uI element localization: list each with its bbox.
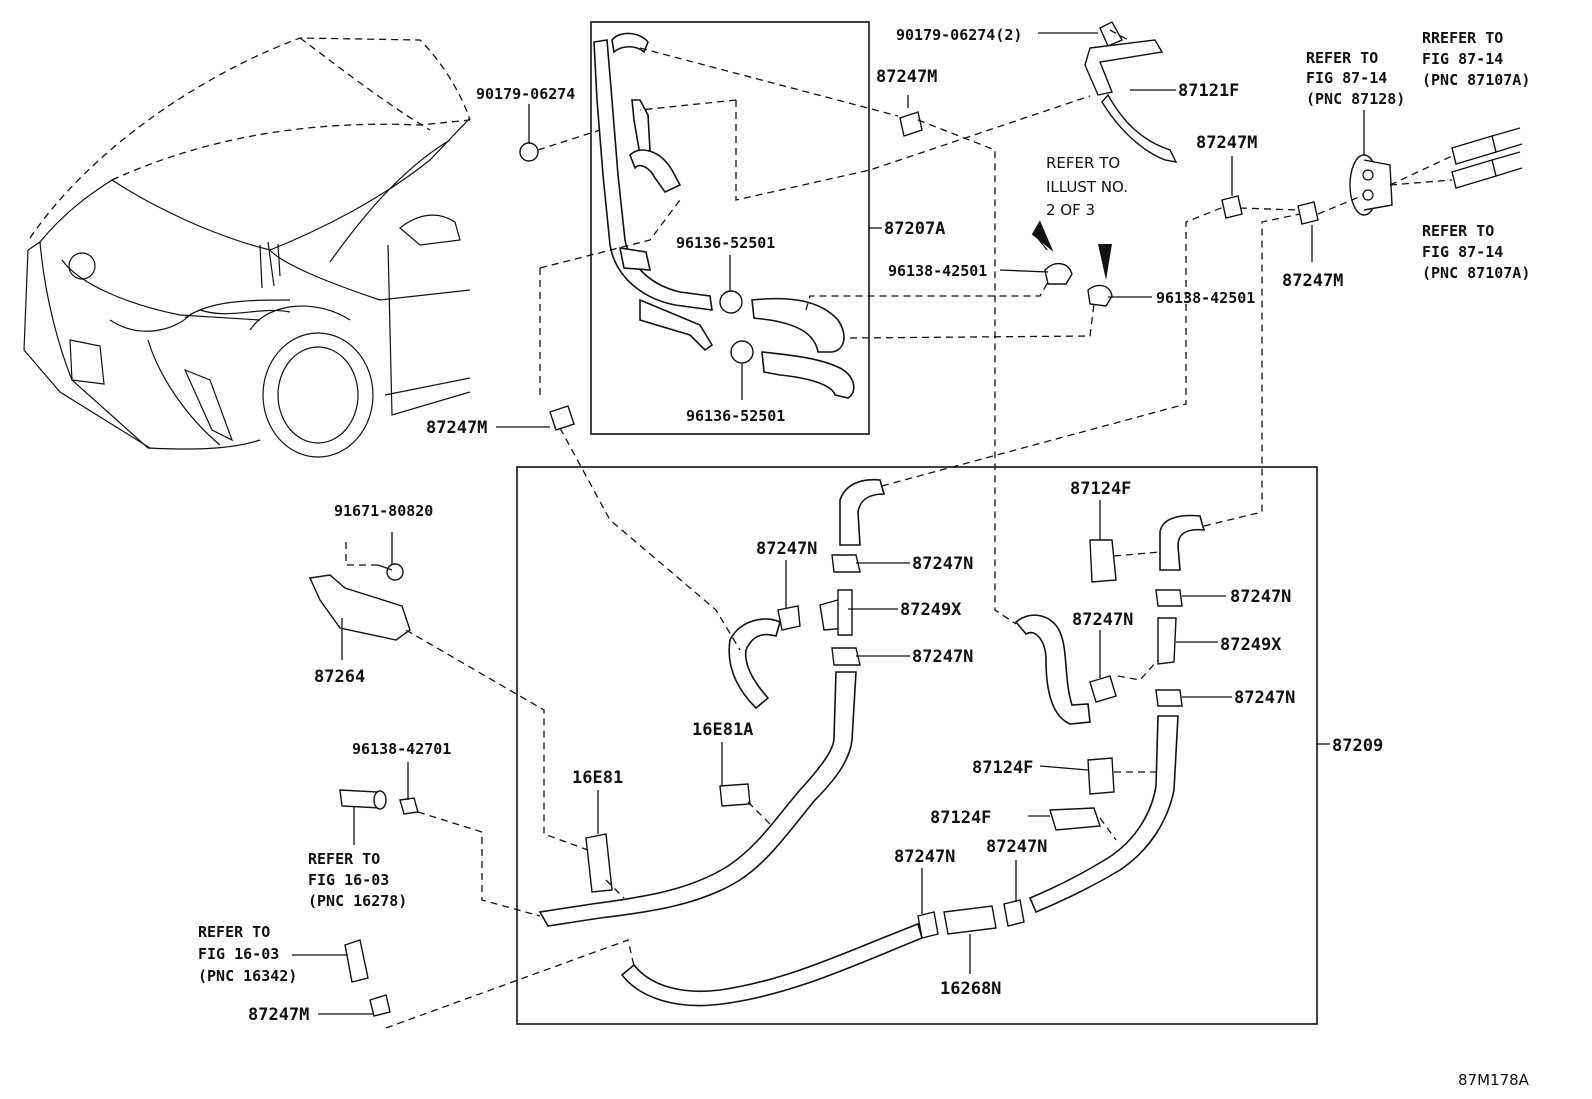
- leader-lines: [292, 32, 1365, 1015]
- label-87247N-7[interactable]: 87247N: [894, 847, 955, 867]
- label-87247N-8[interactable]: 87247N: [986, 837, 1047, 857]
- label-87247M-right-b[interactable]: 87247M: [1282, 271, 1343, 291]
- vehicle-sketch: [23, 37, 471, 458]
- label-16E81[interactable]: 16E81: [572, 768, 623, 788]
- label-87249X-1[interactable]: 87249X: [900, 600, 962, 620]
- label-87121F[interactable]: 87121F: [1178, 81, 1239, 101]
- grommet-87128: [1349, 154, 1393, 216]
- lower-assembly-frame: [516, 466, 1318, 1025]
- diagram-id: 87M178A: [1458, 1071, 1530, 1089]
- label-87124F-2[interactable]: 87124F: [972, 758, 1033, 778]
- label-90179-06274-2[interactable]: 90179-06274(2): [896, 26, 1022, 44]
- label-87207A[interactable]: 87207A: [884, 219, 945, 239]
- label-87209[interactable]: 87209: [1332, 736, 1383, 756]
- note-fig8714a-line3[interactable]: (PNC 87128): [1306, 90, 1405, 108]
- pipe-16278: [339, 789, 419, 815]
- label-16E81A[interactable]: 16E81A: [692, 720, 753, 740]
- note-fig1603b-line3[interactable]: (PNC 16342): [198, 967, 297, 985]
- pipe-16342: [344, 939, 391, 1017]
- note-fig1603a-line1[interactable]: REFER TO: [308, 850, 380, 868]
- label-87264[interactable]: 87264: [314, 667, 365, 687]
- label-96136-52501-a[interactable]: 96136-52501: [676, 234, 775, 252]
- note-fig8714c-line1[interactable]: REFER TO: [1422, 222, 1494, 240]
- label-96138-42701[interactable]: 96138-42701: [352, 740, 451, 758]
- pipes-87107A: [1451, 127, 1523, 189]
- part-labels: 90179-06274(2) 87121F 87247M 90179-06274…: [248, 26, 1383, 1025]
- label-87247N-4[interactable]: 87247N: [1230, 587, 1291, 607]
- label-87247N-3[interactable]: 87247N: [912, 647, 973, 667]
- upper-hose-assembly: [593, 32, 855, 399]
- bracket-87264: [308, 563, 411, 641]
- note-fig8714b-line3[interactable]: (PNC 87107A): [1422, 71, 1530, 89]
- label-87124F-3[interactable]: 87124F: [930, 808, 991, 828]
- label-87249X-2[interactable]: 87249X: [1220, 635, 1282, 655]
- note-fig1603b-line1[interactable]: REFER TO: [198, 923, 270, 941]
- note-fig8714c-line2[interactable]: FIG 87-14: [1422, 243, 1503, 261]
- note-illust-line3: 2 OF 3: [1046, 201, 1095, 219]
- note-fig8714b-line1[interactable]: RREFER TO: [1422, 29, 1503, 47]
- note-fig1603a-line2[interactable]: FIG 16-03: [308, 871, 389, 889]
- note-fig8714a-line2[interactable]: FIG 87-14: [1306, 69, 1387, 87]
- note-illust-line2: ILLUST NO.: [1046, 178, 1128, 196]
- note-fig1603a-line3[interactable]: (PNC 16278): [308, 892, 407, 910]
- lower-hoses: [538, 478, 1206, 1007]
- label-87247M-right-a[interactable]: 87247M: [1196, 133, 1257, 153]
- dashed-connectors: [345, 29, 1453, 1029]
- label-87124F-1[interactable]: 87124F: [1070, 479, 1131, 499]
- refer-arrows: [1031, 220, 1112, 280]
- note-fig8714c-line3[interactable]: (PNC 87107A): [1422, 264, 1530, 282]
- label-87247N-5[interactable]: 87247N: [1072, 610, 1133, 630]
- label-87247N-2[interactable]: 87247N: [912, 554, 973, 574]
- reference-notes: REFER TO ILLUST NO. 2 OF 3 REFER TO FIG …: [198, 29, 1530, 985]
- label-87247M-left[interactable]: 87247M: [426, 418, 487, 438]
- label-87247N-6[interactable]: 87247N: [1234, 688, 1295, 708]
- note-fig8714b-line2[interactable]: FIG 87-14: [1422, 50, 1503, 68]
- label-87247N-1[interactable]: 87247N: [756, 539, 817, 559]
- note-fig8714a-line1[interactable]: REFER TO: [1306, 49, 1378, 67]
- label-87247M-bottom[interactable]: 87247M: [248, 1005, 309, 1025]
- bracket-87121F: [1084, 21, 1178, 163]
- label-96138-42501-b[interactable]: 96138-42501: [1156, 289, 1255, 307]
- label-16268N[interactable]: 16268N: [940, 979, 1001, 999]
- label-90179-06274[interactable]: 90179-06274: [476, 85, 575, 103]
- label-91671-80820[interactable]: 91671-80820: [334, 502, 433, 520]
- label-96138-42501-a[interactable]: 96138-42501: [888, 262, 987, 280]
- top-clips: [519, 111, 1319, 431]
- label-96136-52501-b[interactable]: 96136-52501: [686, 407, 785, 425]
- note-illust-line1: REFER TO: [1046, 154, 1120, 172]
- label-87247M-top[interactable]: 87247M: [876, 67, 937, 87]
- note-fig1603b-line2[interactable]: FIG 16-03: [198, 945, 279, 963]
